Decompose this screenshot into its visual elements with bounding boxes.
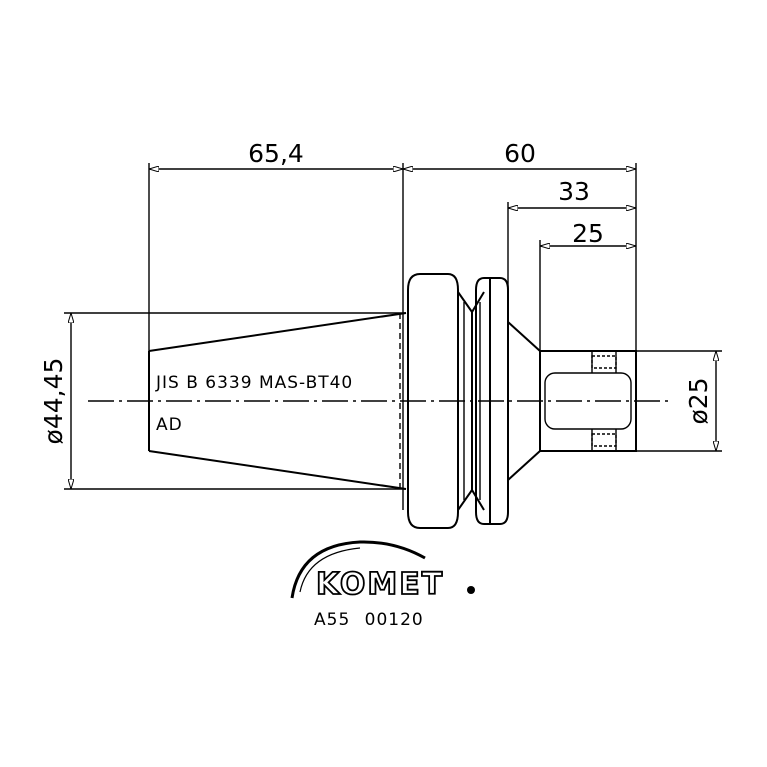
dimension-shank-diameter: ø25 xyxy=(636,350,722,452)
shank xyxy=(539,350,637,452)
flange xyxy=(407,273,509,529)
code-label: AD xyxy=(156,415,183,435)
dimension-overall-right: 60 xyxy=(403,139,637,351)
dim-mid-length-label: 33 xyxy=(558,177,590,206)
dim-short-length-label: 25 xyxy=(572,219,604,248)
dim-shank-diameter-label: ø25 xyxy=(684,377,713,424)
dimension-taper-diameter: ø44,45 xyxy=(39,312,406,490)
standard-label: JIS B 6339 MAS-BT40 xyxy=(155,373,353,393)
dim-taper-diameter-label: ø44,45 xyxy=(39,358,68,445)
dim-taper-length-label: 65,4 xyxy=(248,139,304,168)
neck-cone xyxy=(507,321,541,481)
logo-dot xyxy=(467,586,475,594)
dimension-taper-length: 65,4 xyxy=(148,139,404,510)
brand-name: KOMET xyxy=(316,567,444,602)
part-number: A55 00120 xyxy=(314,610,424,630)
dimension-short-length: 25 xyxy=(539,219,636,351)
komet-logo: KOMET xyxy=(290,540,475,603)
dimension-mid-length: 33 xyxy=(507,177,636,322)
dim-overall-right-label: 60 xyxy=(504,139,536,168)
